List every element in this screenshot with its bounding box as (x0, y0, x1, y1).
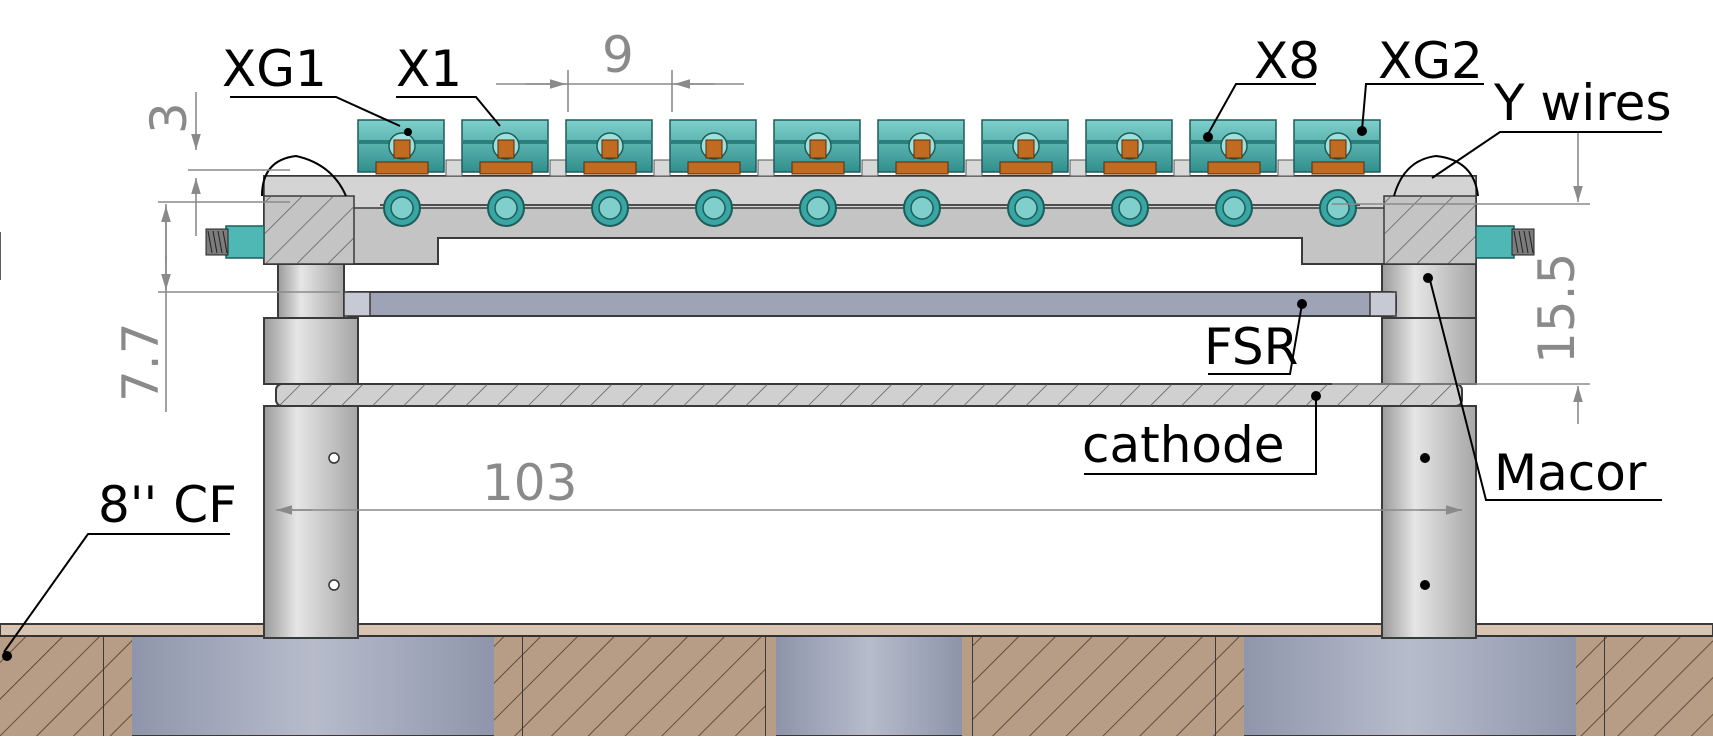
bore-left (103, 635, 523, 737)
pad-spacer (549, 159, 567, 177)
fsr-bar (343, 291, 1397, 317)
pad-spacer (1069, 159, 1087, 177)
frame-holes (383, 189, 1357, 227)
dimension-lines (0, 70, 1590, 515)
frame-hole-inner (494, 196, 518, 220)
label-xg2: XG2 (1378, 32, 1483, 90)
x-wire-pad (877, 119, 965, 175)
x-wire-pad (1189, 119, 1277, 175)
label-x8: X8 (1254, 32, 1320, 90)
label-cathode: cathode (1082, 416, 1285, 474)
pad-spacer (1173, 159, 1191, 177)
x-wire-pad (981, 119, 1069, 175)
label-y-wires: Y wires (1493, 74, 1672, 132)
frame-hole-inner (1014, 196, 1038, 220)
frame-hole-inner (1326, 196, 1350, 220)
dim-top-height: 3 (140, 102, 198, 134)
frame-hole-inner (806, 196, 830, 220)
x-wire-pad (461, 119, 549, 175)
pad-spacer (1277, 159, 1295, 177)
frame-hole-inner (598, 196, 622, 220)
bore-right (1215, 635, 1605, 737)
frame-hole-inner (390, 196, 414, 220)
pad-spacer (965, 159, 983, 177)
dim-height: 15.5 (1528, 253, 1586, 364)
x-wire-pad (1085, 119, 1173, 175)
left-post (263, 261, 359, 639)
x-wire-pad (565, 119, 653, 175)
x-wire-pad (1293, 119, 1381, 175)
main-frame (263, 175, 1477, 265)
y-wire-loop-left (261, 154, 347, 197)
x-wire-pad (669, 119, 757, 175)
dim-width: 103 (482, 454, 577, 512)
label-flange: 8'' CF (98, 476, 237, 534)
frame-hole-inner (910, 196, 934, 220)
x-wire-pads (357, 119, 1381, 177)
frame-hole-inner (1118, 196, 1142, 220)
dim-spacer: 7.7 (112, 322, 170, 402)
y-wire-loop-right (1393, 154, 1479, 197)
pad-spacer (445, 159, 463, 177)
x-wire-pad (773, 119, 861, 175)
right-post (1381, 261, 1477, 639)
x-wire-pad (357, 119, 445, 175)
label-x1: X1 (396, 40, 462, 98)
label-macor: Macor (1494, 444, 1647, 502)
right-connector (1475, 225, 1535, 259)
frame-hole-inner (702, 196, 726, 220)
cathode-plate (275, 383, 1463, 407)
dim-pitch: 9 (602, 26, 634, 84)
pad-spacer (861, 159, 879, 177)
pad-spacer (757, 159, 775, 177)
label-xg1: XG1 (222, 40, 327, 98)
label-fsr: FSR (1204, 318, 1298, 376)
frame-hole-inner (1222, 196, 1246, 220)
leader-lines (2, 83, 1662, 661)
flange (0, 623, 1713, 737)
left-connector (205, 225, 265, 259)
bore-center (765, 635, 973, 737)
pad-spacer (653, 159, 671, 177)
